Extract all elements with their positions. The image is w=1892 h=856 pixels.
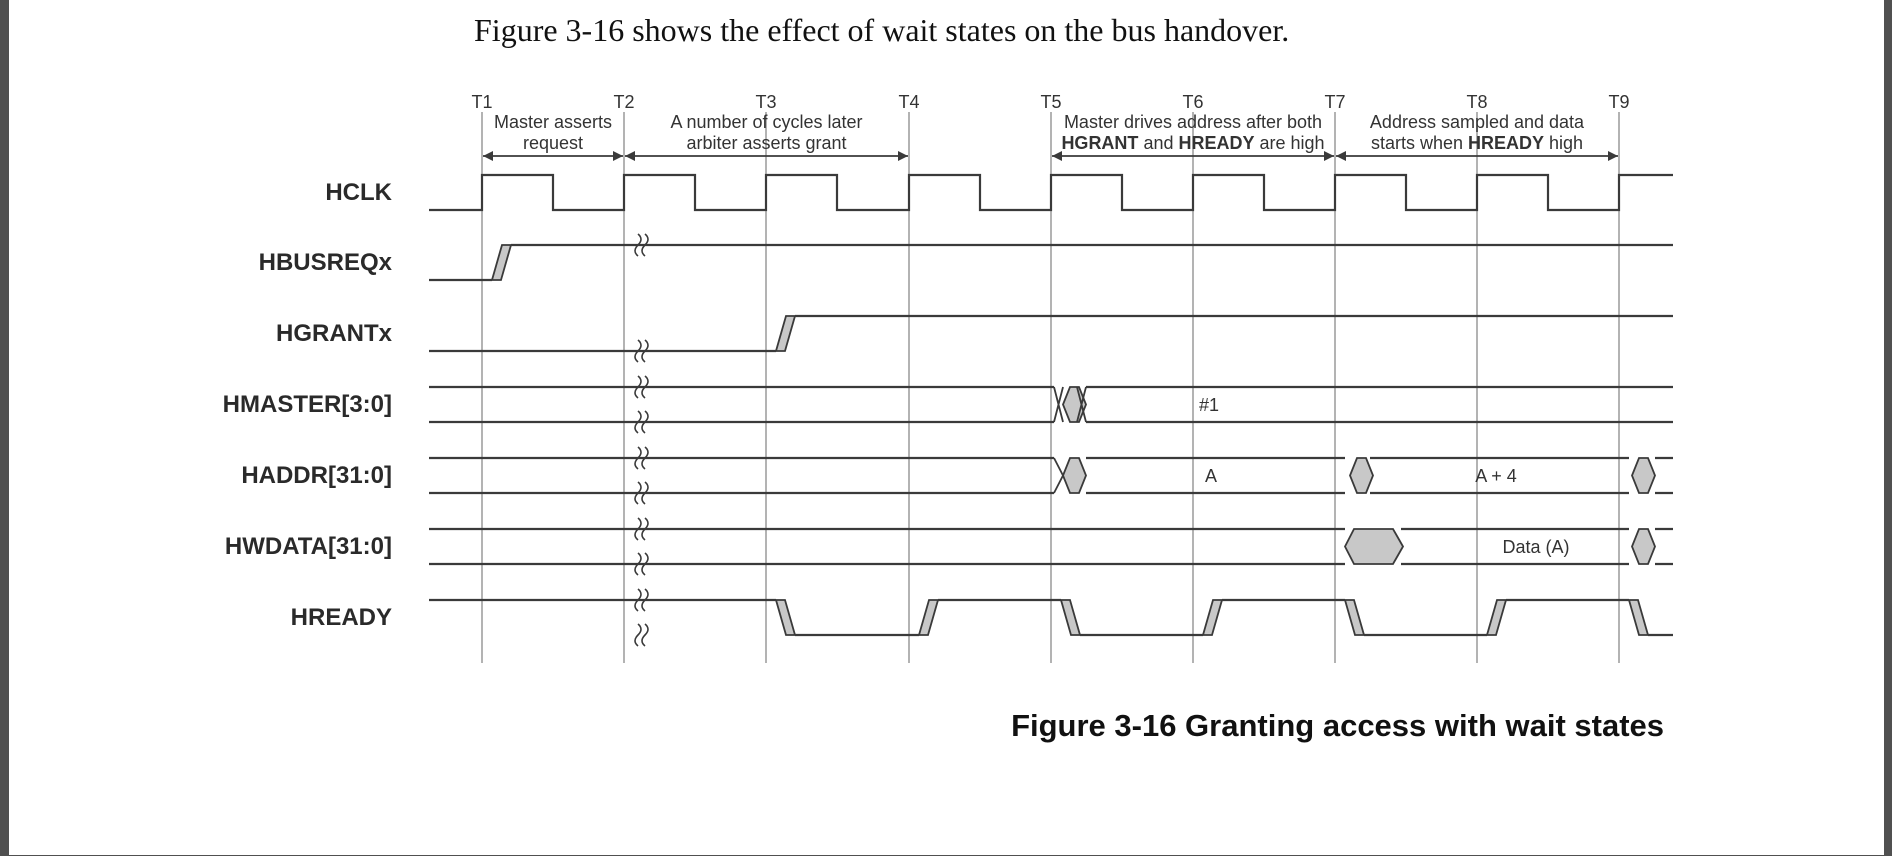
haddr-break-lo-a (634, 481, 642, 505)
hready-waveform (429, 598, 1673, 637)
hready-rise-1468 (1485, 599, 1508, 636)
annotation-text-2-1: A number of cycles later (670, 112, 862, 132)
tick-label-9: T9 (1608, 92, 1629, 112)
hgrant-waveform (429, 314, 1673, 353)
hwdata-break-lo-a (634, 552, 642, 576)
signal-label-hgrantx: HGRANTx (276, 320, 393, 347)
haddr-transition-3 (1631, 457, 1656, 494)
haddr-edge-1 (1053, 457, 1065, 494)
hwdata-break-hi-a (634, 517, 642, 541)
tick-label-3: T3 (755, 92, 776, 112)
hready-break-hi-a (634, 588, 642, 612)
signal-label-haddr: HADDR[31:0] (241, 462, 392, 489)
tick-label-5: T5 (1040, 92, 1061, 112)
haddr-break-lo-b (641, 481, 649, 505)
figure-caption: Figure 3-16 Granting access with wait st… (1011, 708, 1664, 743)
hgrant-transition (774, 315, 797, 352)
hready-rise-1184 (1201, 599, 1224, 636)
hready-break-hi-b (641, 588, 649, 612)
annotation-text-1-1: Master asserts (494, 112, 612, 132)
tick-label-2: T2 (613, 92, 634, 112)
hmaster-edge-a (1053, 386, 1064, 423)
hready-rise-900 (917, 599, 940, 636)
hwdata-value-1: Data (A) (1502, 537, 1569, 557)
hbusreq-waveform (429, 243, 1673, 282)
hready-fall-1610 (1627, 599, 1650, 636)
annotation-text-1-2: request (523, 133, 583, 153)
hmaster-value-1: #1 (1199, 395, 1219, 415)
hwdata-break-lo-b (641, 552, 649, 576)
hready-break-lo-b (641, 623, 649, 647)
haddr-transition-1 (1062, 457, 1087, 494)
annotation-text-3-1: Master drives address after both (1064, 112, 1322, 132)
hwdata-break-hi-b (641, 517, 649, 541)
hmaster-transition (1062, 386, 1087, 423)
tick-label-6: T6 (1182, 92, 1203, 112)
hready-fall-1326 (1343, 599, 1366, 636)
hwdata-transition-1 (1343, 528, 1405, 565)
annotation-text-3-2: HGRANT and HREADY are high (1061, 133, 1324, 153)
intro-text: Figure 3-16 shows the effect of wait sta… (474, 12, 1290, 48)
signal-label-hready: HREADY (291, 604, 392, 631)
hmaster-edge-b (1076, 386, 1087, 423)
tick-label-7: T7 (1324, 92, 1345, 112)
signal-label-hwdata: HWDATA[31:0] (225, 533, 392, 560)
signal-label-hclk: HCLK (325, 179, 392, 206)
hready-break-lo-a (634, 623, 642, 647)
haddr-break-hi-b (641, 446, 649, 470)
tick-label-4: T4 (898, 92, 919, 112)
hmaster-break-hi-a (634, 375, 642, 399)
hbusreq-break-a (634, 233, 642, 257)
tick-label-1: T1 (471, 92, 492, 112)
signal-label-hmaster: HMASTER[3:0] (223, 391, 392, 418)
tick-label-8: T8 (1466, 92, 1487, 112)
haddr-transition-2 (1349, 457, 1374, 494)
hclk-waveform (429, 173, 1673, 212)
hready-fall-757 (774, 599, 797, 636)
hgrant-break-b (641, 339, 649, 363)
hbusreq-transition (490, 244, 513, 281)
haddr-value-1: A (1205, 466, 1217, 486)
hmaster-break-lo-a (634, 410, 642, 434)
hwdata-transition-2 (1631, 528, 1656, 565)
haddr-value-2: A + 4 (1475, 466, 1517, 486)
annotation-text-2-2: arbiter asserts grant (686, 133, 846, 153)
hbusreq-break-b (641, 233, 649, 257)
annotation-text-4-2: starts when HREADY high (1371, 133, 1583, 153)
hmaster-break-lo-b (641, 410, 649, 434)
hmaster-break-hi-b (641, 375, 649, 399)
haddr-break-hi-a (634, 446, 642, 470)
hready-fall-1042 (1059, 599, 1082, 636)
hgrant-break-a (634, 339, 642, 363)
annotation-text-4-1: Address sampled and data (1370, 112, 1585, 132)
signal-label-hbusreqx: HBUSREQx (259, 249, 393, 276)
